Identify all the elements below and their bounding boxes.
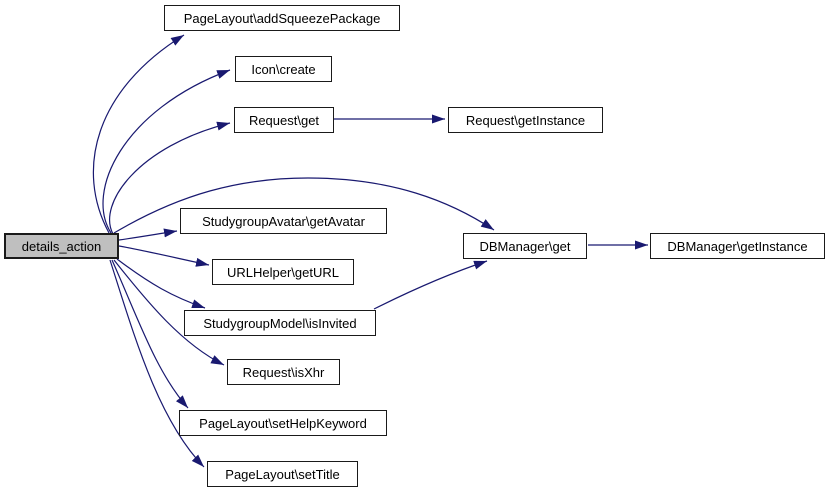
node-request-getinstance[interactable]: Request\getInstance: [448, 107, 603, 133]
node-studygroupmodel-isinvited[interactable]: StudygroupModel\isInvited: [184, 310, 376, 336]
node-pagelayout-addsqueezepackage[interactable]: PageLayout\addSqueezePackage: [164, 5, 400, 31]
node-request-isxhr[interactable]: Request\isXhr: [227, 359, 340, 385]
node-studygroupavatar-getavatar[interactable]: StudygroupAvatar\getAvatar: [180, 208, 387, 234]
edge-details_action-to-studygroupavatar_getavatar: [118, 228, 178, 241]
node-icon-create[interactable]: Icon\create: [235, 56, 332, 82]
edge-details_action-to-pagelayout_settitle: [109, 259, 205, 468]
node-dbmanager-get[interactable]: DBManager\get: [463, 233, 587, 259]
edge-details_action-to-pagelayout_sethelpkeyword: [111, 259, 189, 409]
edge-details_action-to-request_get: [109, 121, 231, 235]
node-urlhelper-geturl[interactable]: URLHelper\getURL: [212, 259, 354, 285]
edge-details_action-to-dbmanager_get: [113, 177, 495, 234]
node-pagelayout-sethelpkeyword[interactable]: PageLayout\setHelpKeyword: [179, 410, 387, 436]
edge-studygroupmodel_isinvited-to-dbmanager_get: [373, 260, 488, 310]
edge-details_action-to-icon_create: [102, 69, 231, 234]
node-pagelayout-settitle[interactable]: PageLayout\setTitle: [207, 461, 358, 487]
edge-details_action-to-pagelayout_addsqueezepackage: [92, 34, 185, 234]
edge-details_action-to-urlhelper_geturl: [118, 245, 210, 267]
edge-details_action-to-studygroupmodel_isinvited: [116, 258, 206, 309]
node-dbmanager-getinstance[interactable]: DBManager\getInstance: [650, 233, 825, 259]
node-request-get[interactable]: Request\get: [234, 107, 334, 133]
node-details-action[interactable]: details_action: [4, 233, 119, 259]
edge-details_action-to-request_isxhr: [113, 259, 225, 366]
